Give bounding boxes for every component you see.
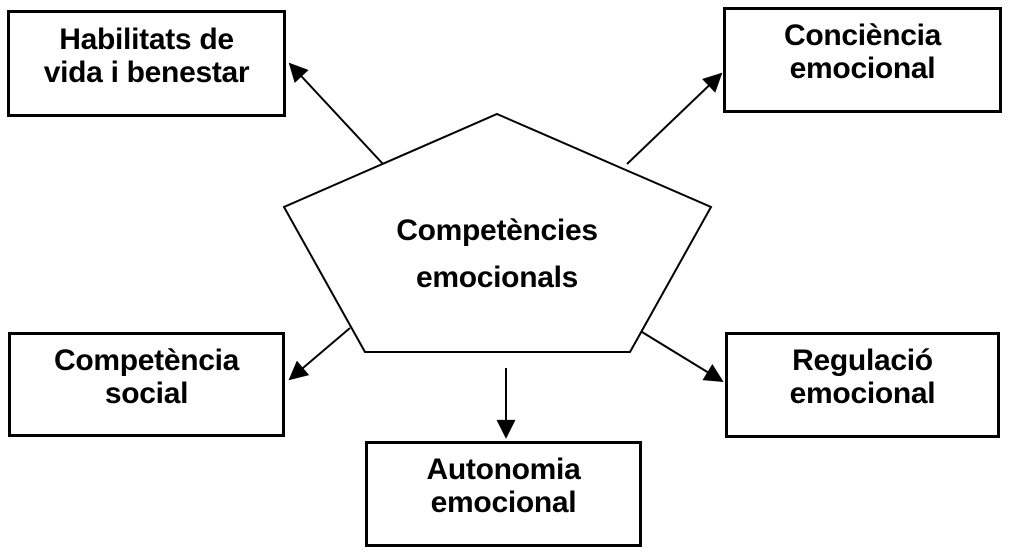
node-label-line1: Habilitats de: [59, 22, 234, 56]
node-competencia-social: Competència social: [8, 332, 289, 441]
node-label-line2: social: [104, 376, 189, 410]
center-label-line1: Competències: [396, 214, 598, 247]
node-conciencia-emocional: Conciència emocional: [723, 7, 1006, 117]
node-label-line1: Competència: [53, 343, 240, 377]
node-label-line2: emocional: [789, 52, 936, 85]
arrow-to-habilitats: [288, 62, 384, 165]
node-label-line2: emocional: [430, 486, 577, 519]
pentagon-shape: [282, 112, 713, 353]
arrow-to-social: [288, 327, 351, 381]
node-regulacio-emocional: Regulació emocional: [725, 332, 1004, 442]
node-habilitats-vida-benestar: Habilitats de vida i benestar: [7, 10, 290, 121]
node-label-line2: vida i benestar: [43, 55, 250, 89]
center-node-label: Competències emocionals: [347, 216, 647, 293]
node-label-line1: Regulació: [792, 344, 933, 377]
node-label-line1: Autonomia: [426, 453, 581, 486]
node-autonomia-emocional: Autonomia emocional: [365, 441, 646, 551]
center-label-line2: emocionals: [415, 261, 579, 294]
node-label-line1: Conciència: [783, 19, 942, 52]
arrow-to-regulacio: [641, 331, 724, 382]
node-label-line2: emocional: [789, 377, 936, 410]
arrow-to-conciencia: [626, 72, 723, 165]
